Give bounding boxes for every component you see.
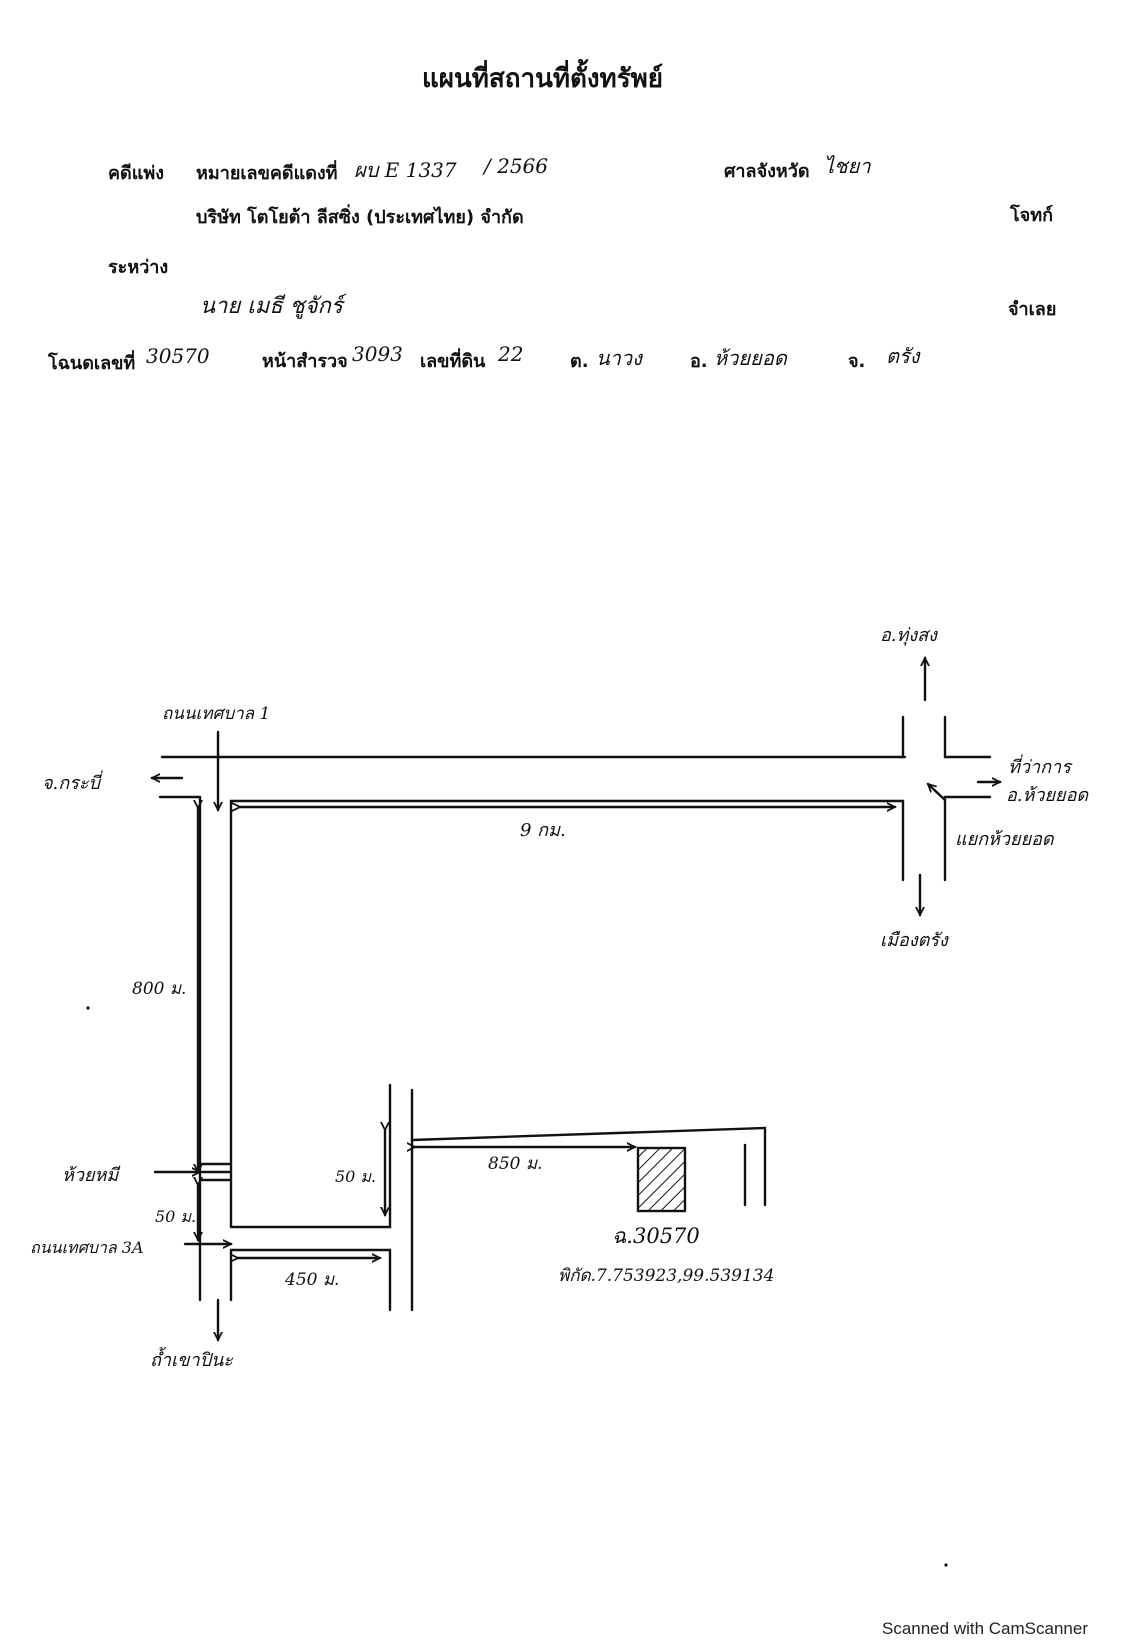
district-label: อ. bbox=[690, 351, 708, 372]
label-krabi: จ.กระบี่ bbox=[42, 773, 100, 794]
soi-a-north-edge bbox=[229, 1083, 392, 1229]
label-coordinates: พิกัด.7.753923,99.539134 bbox=[558, 1266, 775, 1286]
label-9km: 9 กม. bbox=[520, 820, 566, 841]
deed-label: โฉนดเลขที่ bbox=[48, 353, 136, 374]
scan-dot bbox=[86, 1006, 90, 1010]
soi-a-south-edge bbox=[229, 1248, 392, 1312]
province: ตรัง bbox=[886, 344, 920, 368]
subdistrict: นาวง bbox=[596, 346, 642, 370]
label-district-office: ที่ว่าการ bbox=[1008, 757, 1071, 778]
scanner-watermark: Scanned with CamScanner bbox=[881, 1619, 1088, 1638]
defendant-name: นาย เมธี ชูจักร์ bbox=[200, 294, 343, 319]
document-title: แผนที่สถานที่ตั้งทรัพย์ bbox=[421, 64, 664, 94]
court-name: ไชยา bbox=[824, 154, 871, 178]
label-huai-yot-junction: แยกห้วยยอด bbox=[955, 829, 1054, 850]
red-case-number: ผบ E 1337 bbox=[354, 158, 457, 182]
label-50m-left: 50 ม. bbox=[155, 1207, 197, 1226]
plaintiff-label: โจทก์ bbox=[1010, 205, 1053, 226]
label-50m-vertical: 50 ม. bbox=[335, 1167, 377, 1186]
label-road-tessaban-3a: ถนนเทศบาล 3A bbox=[30, 1238, 144, 1257]
junction-se-edge bbox=[943, 795, 992, 882]
land-no: 22 bbox=[498, 342, 524, 366]
case-year: / 2566 bbox=[484, 154, 548, 178]
label-parcel: ฉ.30570 bbox=[612, 1224, 700, 1248]
label-district-office-2: อ.ห้วยยอด bbox=[1006, 785, 1089, 806]
survey-number: 3093 bbox=[352, 342, 403, 366]
district: ห้วยยอด bbox=[714, 346, 787, 370]
defendant-label: จำเลย bbox=[1008, 299, 1057, 320]
court-label: ศาลจังหวัด bbox=[724, 161, 810, 182]
label-road-tessaban-1: ถนนเทศบาล 1 bbox=[162, 704, 271, 724]
arrow-junction bbox=[928, 784, 947, 802]
between-label: ระหว่าง bbox=[108, 257, 169, 278]
label-huai-mi: ห้วยหมี bbox=[62, 1165, 119, 1186]
access-road-north-edge bbox=[410, 1126, 767, 1207]
deed-number: 30570 bbox=[146, 344, 210, 368]
red-case-label: หมายเลขคดีแดงที่ bbox=[196, 163, 338, 184]
province-label: จ. bbox=[848, 351, 866, 372]
plaintiff-name: บริษัท โตโยต้า ลีสซิ่ง (ประเทศไทย) จำกัด bbox=[196, 207, 524, 228]
case-type-label: คดีแพ่ง bbox=[108, 163, 164, 184]
land-parcel bbox=[636, 1146, 687, 1213]
main-road-bottom-edge bbox=[229, 799, 905, 1229]
junction-ne-edge bbox=[943, 715, 992, 759]
survey-label: หน้าสำรวจ bbox=[262, 351, 348, 372]
subdistrict-label: ต. bbox=[570, 351, 589, 372]
label-tham-khao-pina: ถ้ำเขาปินะ bbox=[150, 1350, 233, 1371]
label-850m: 850 ม. bbox=[488, 1154, 543, 1174]
label-800m: 800 ม. bbox=[132, 979, 187, 999]
scan-dot bbox=[944, 1563, 948, 1567]
label-mueang-trang: เมืองตรัง bbox=[880, 930, 948, 951]
label-450m: 450 ม. bbox=[285, 1270, 340, 1290]
label-thung-song: อ.ทุ่งสง bbox=[880, 625, 937, 646]
land-no-label: เลขที่ดิน bbox=[420, 351, 486, 372]
